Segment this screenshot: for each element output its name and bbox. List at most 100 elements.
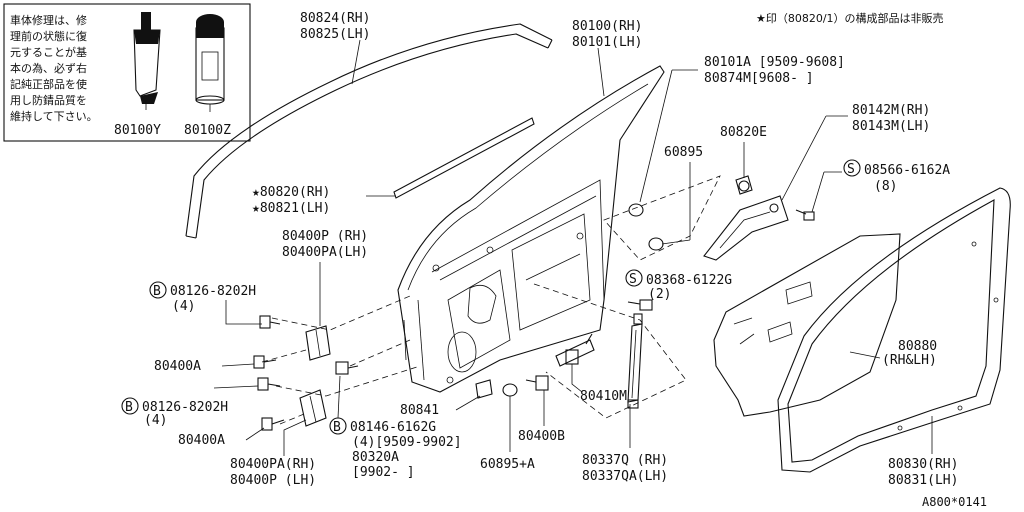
plug-60895a	[502, 383, 518, 397]
leader-08126-lower	[213, 385, 259, 389]
label-80821: ★80821(LH)	[252, 201, 330, 216]
label-08566-qty: (8)	[874, 179, 897, 194]
label-08126-lower-qty: (4)	[144, 413, 167, 428]
part-80100y-label: 80100Y	[114, 123, 161, 138]
label-80400p: 80400P (RH)	[282, 229, 368, 244]
label-80320a: 80320A	[352, 450, 399, 465]
diagram-code: A800*0141	[922, 495, 987, 509]
leader-08146	[337, 375, 341, 419]
door-hinge-bracket	[703, 175, 789, 261]
door-seal-80830	[777, 187, 1011, 473]
leader-80400a-lower	[245, 427, 265, 441]
label-80400b: 80400B	[518, 429, 565, 444]
label-80880: 80880	[898, 339, 937, 354]
leader-moulding	[351, 39, 361, 85]
star-note: ★印（80820/1）の構成部品は非販売	[756, 11, 944, 25]
sealant-tube-icon	[133, 12, 161, 110]
b-symbol-08126-upper	[149, 281, 167, 299]
note-box-frame	[3, 3, 251, 142]
label-08368-qty: (2)	[648, 287, 671, 302]
b-symbol-08126-upper-text: B	[153, 284, 161, 299]
leader-80101a-2	[639, 69, 673, 203]
label-08126-upper: 08126-8202H	[170, 284, 256, 299]
note-line-1: 車体修理は、修	[10, 13, 87, 27]
bolt-08126-lower	[257, 377, 281, 391]
label-80100: 80100(RH)	[572, 19, 642, 34]
label-80101: 80101(LH)	[572, 35, 642, 50]
s-symbol-08368	[625, 269, 643, 287]
label-08126-upper-qty: (4)	[172, 299, 195, 314]
label-80101a: 80101A [9509-9608]	[704, 55, 845, 70]
label-80831: 80831(LH)	[888, 473, 958, 488]
s-symbol-08566-text: S	[847, 162, 855, 177]
leader-80410m	[571, 364, 583, 393]
bolt-80400a-upper	[253, 355, 277, 369]
label-60895a: 60895+A	[480, 457, 535, 472]
door-trim-80880	[713, 233, 901, 417]
s-symbol-08368-text: S	[629, 272, 637, 287]
note-line-2: 理前の状態に復	[10, 29, 87, 43]
label-80825: 80825(LH)	[300, 27, 370, 42]
label-80337qa: 80337QA(LH)	[582, 469, 668, 484]
label-08146: 08146-6162G	[350, 420, 436, 435]
b-symbol-08126-lower-text: B	[125, 400, 133, 415]
leader-08126-upper	[225, 300, 262, 325]
label-80400a-upper: 80400A	[154, 359, 201, 374]
dashed-frame-lower	[533, 283, 687, 419]
leader-door	[597, 47, 605, 97]
label-60895: 60895	[664, 145, 703, 160]
leader-80142m	[781, 115, 827, 201]
spray-can-icon	[195, 14, 225, 112]
upper-hinge	[305, 325, 331, 361]
door-check-80410m	[555, 333, 595, 367]
label-80824: 80824(RH)	[300, 11, 370, 26]
leader-08566	[811, 171, 825, 213]
label-80337q: 80337Q (RH)	[582, 453, 668, 468]
label-80400pa-rh: 80400PA(RH)	[230, 457, 316, 472]
note-line-6: 用し防錆品質を	[10, 93, 87, 107]
label-80820: ★80820(RH)	[252, 185, 330, 200]
label-80830: 80830(RH)	[888, 457, 958, 472]
label-80143m: 80143M(LH)	[852, 119, 930, 134]
label-08566: 08566-6162A	[864, 163, 950, 178]
dashed-frame-upper	[603, 175, 721, 261]
leader-80880	[849, 351, 881, 359]
weatherstrip	[393, 117, 535, 199]
bolt-08146	[335, 361, 359, 375]
label-80841: 80841	[400, 403, 439, 418]
label-80320a-range: [9902- ]	[352, 465, 415, 480]
label-80874m: 80874M[9608- ]	[704, 71, 814, 86]
roof-moulding	[185, 23, 553, 239]
b-symbol-08146-text: B	[333, 420, 341, 435]
note-line-5: 記純正部品を使	[10, 77, 87, 91]
label-80820e: 80820E	[720, 125, 767, 140]
bolt-80400a-lower	[261, 417, 285, 431]
s-symbol-08566	[843, 159, 861, 177]
b-symbol-08126-lower	[121, 397, 139, 415]
leader-80841	[455, 395, 481, 411]
part-80400b	[525, 375, 549, 391]
door-shell	[397, 65, 665, 393]
lower-hinge	[299, 389, 327, 427]
leader-80400a-upper	[221, 363, 255, 367]
label-08126-lower: 08126-8202H	[142, 400, 228, 415]
plug-60895-b	[648, 237, 664, 251]
note-line-3: 元することが基	[10, 45, 87, 59]
note-line-7: 維持して下さい。	[10, 109, 98, 123]
note-line-4: 本の為、必ず右	[10, 61, 87, 75]
leader-80400pa	[283, 419, 307, 456]
part-80841	[475, 379, 493, 399]
plug-60895	[628, 203, 644, 217]
label-80400a-lower: 80400A	[178, 433, 225, 448]
label-80142m: 80142M(RH)	[852, 103, 930, 118]
part-80100z-label: 80100Z	[184, 123, 231, 138]
bolt-08126-upper	[259, 315, 281, 329]
screw-08566	[795, 209, 815, 221]
label-08146-qty: (4)[9509-9902]	[352, 435, 462, 450]
label-80410m: 80410M	[580, 389, 627, 404]
screw-08368	[627, 299, 653, 311]
label-80400p-lh: 80400P (LH)	[230, 473, 316, 488]
note-box: 車体修理は、修 理前の状態に復 元することが基 本の為、必ず右 記純正部品を使 …	[3, 3, 251, 142]
